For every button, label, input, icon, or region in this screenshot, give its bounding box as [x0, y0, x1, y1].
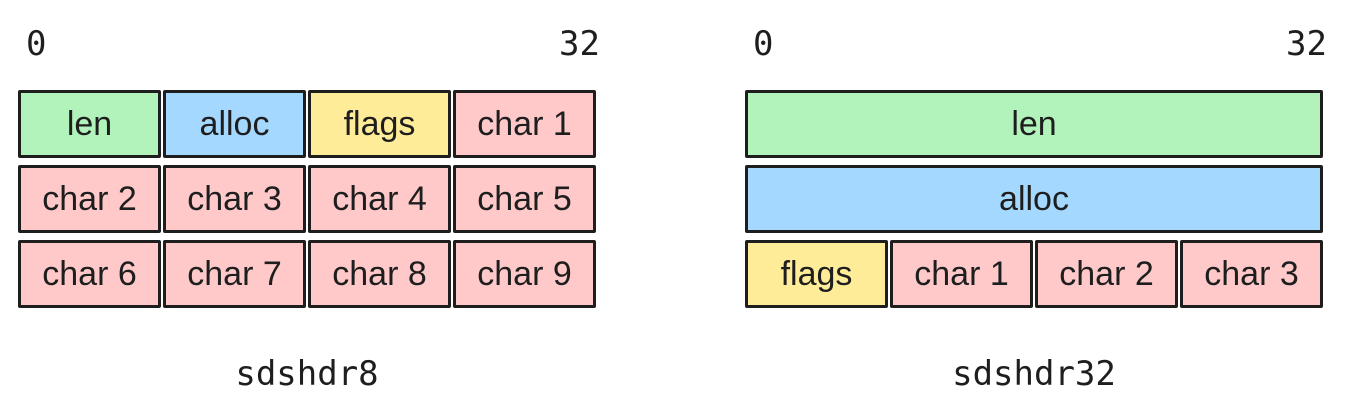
bit-start-label: 0 [753, 24, 774, 64]
sdshdr8-caption: sdshdr8 [235, 354, 379, 394]
char-field: char 3 [1180, 240, 1323, 308]
bit-end-label: 32 [1286, 24, 1327, 64]
char-field: char 2 [1035, 240, 1178, 308]
char-field: char 1 [890, 240, 1033, 308]
len-field: len [745, 90, 1323, 158]
len-field: len [18, 90, 161, 158]
alloc-field: alloc [745, 165, 1323, 233]
bit-start-label: 0 [26, 24, 47, 64]
char-field: char 9 [453, 240, 596, 308]
flags-field: flags [308, 90, 451, 158]
memory-row: len [745, 90, 1323, 158]
char-field: char 1 [453, 90, 596, 158]
sdshdr32-caption: sdshdr32 [952, 354, 1116, 394]
memory-row: alloc [745, 165, 1323, 233]
bit-end-label: 32 [559, 24, 600, 64]
char-field: char 8 [308, 240, 451, 308]
char-field: char 3 [163, 165, 306, 233]
char-field: char 5 [453, 165, 596, 233]
alloc-field: alloc [163, 90, 306, 158]
char-field: char 2 [18, 165, 161, 233]
char-field: char 7 [163, 240, 306, 308]
flags-field: flags [745, 240, 888, 308]
char-field: char 6 [18, 240, 161, 308]
char-field: char 4 [308, 165, 451, 233]
